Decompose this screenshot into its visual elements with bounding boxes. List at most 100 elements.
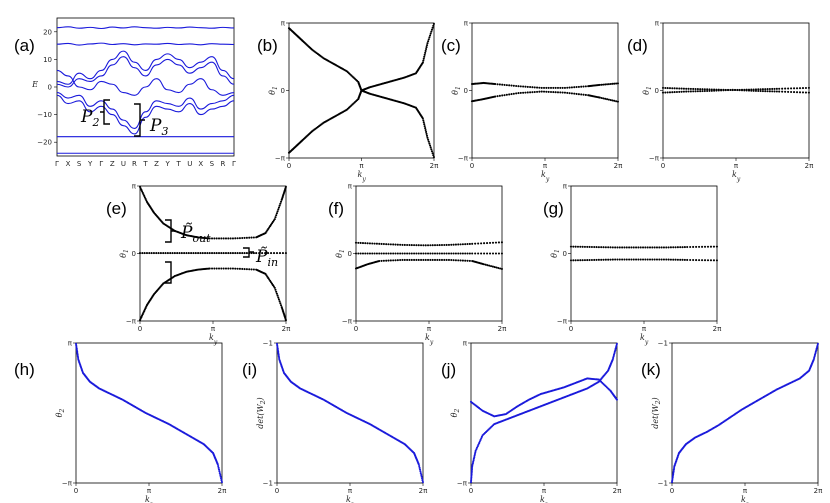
data-point (270, 252, 273, 255)
data-point (464, 259, 467, 262)
data-point (547, 90, 550, 93)
data-point (595, 246, 598, 249)
x-tick-label: π (543, 162, 548, 170)
data-point (241, 267, 244, 271)
data-point (387, 252, 390, 255)
data-point (148, 252, 151, 255)
band-line (56, 94, 235, 135)
data-point (766, 88, 769, 91)
data-point (157, 252, 160, 255)
data-point (250, 236, 253, 239)
data-series (661, 86, 810, 92)
data-point (616, 258, 619, 261)
data-point (431, 258, 434, 261)
data-point (669, 246, 672, 249)
y-tick-label: −π (342, 317, 353, 325)
data-point (401, 252, 404, 255)
data-point (382, 259, 385, 262)
data-point (418, 466, 421, 469)
data-point (152, 252, 155, 255)
data-point (248, 236, 251, 239)
data-point (421, 479, 424, 482)
data-point (385, 252, 388, 255)
x-tick-label: 2π (814, 487, 823, 495)
data-point (556, 86, 560, 89)
data-point (220, 237, 223, 240)
x-tick-label: 2π (614, 162, 623, 170)
data-point (284, 319, 287, 322)
data-point (171, 252, 174, 255)
data-point (729, 88, 732, 92)
data-point (625, 258, 628, 261)
data-point (380, 259, 383, 262)
data-point (671, 476, 674, 479)
data-point (162, 252, 165, 255)
data-point (540, 86, 543, 89)
data-point (385, 259, 388, 262)
data-point (248, 268, 251, 271)
k-path-label: Z (110, 160, 115, 168)
data-point (276, 294, 279, 297)
data-point (549, 90, 553, 94)
data-point (698, 259, 701, 262)
data-point (695, 259, 698, 262)
band-line (56, 56, 235, 88)
data-point (399, 259, 402, 262)
data-point (701, 245, 704, 248)
data-point (432, 24, 435, 27)
data-point (277, 350, 280, 353)
k-path-label: S (77, 160, 82, 168)
data-point (491, 241, 495, 244)
data-point (276, 344, 279, 347)
data-point (575, 92, 578, 95)
data-point (710, 89, 713, 92)
data-point (274, 288, 277, 291)
data-point (277, 352, 280, 355)
data-point (470, 466, 474, 470)
data-point (524, 91, 527, 94)
data-point (703, 245, 707, 248)
data-point (623, 258, 626, 261)
data-point (415, 258, 418, 261)
data-point (231, 237, 234, 240)
data-point (488, 252, 492, 255)
data-point (515, 84, 518, 88)
data-point (275, 212, 278, 215)
data-point (644, 258, 647, 261)
data-point (443, 252, 446, 255)
data-point (597, 258, 600, 261)
k-path-label: Z (154, 160, 159, 168)
data-point (639, 246, 642, 249)
data-point (255, 252, 258, 255)
data-point (531, 86, 534, 89)
data-point (590, 245, 593, 249)
y-tick-label: 0 (464, 87, 468, 95)
data-point (703, 88, 706, 91)
data-point (667, 246, 670, 249)
data-point (494, 252, 498, 255)
y-tick-label: π (281, 20, 286, 28)
data-point (425, 132, 428, 135)
data-point (731, 88, 734, 91)
data-point (694, 87, 697, 91)
data-point (276, 349, 279, 352)
data-point (686, 258, 689, 261)
y-tick-label: −10 (37, 111, 52, 119)
data-point (429, 244, 432, 247)
y-axis-label: θ1 (335, 249, 346, 258)
data-point (277, 296, 280, 299)
data-point (609, 98, 612, 102)
data-point (419, 472, 422, 475)
x-axis-label: ky (541, 170, 550, 183)
data-point (522, 91, 525, 94)
data-point (284, 252, 287, 255)
y-tick-label: 0 (348, 250, 352, 258)
data-point (74, 342, 78, 345)
data-point (689, 87, 692, 90)
data-point (685, 87, 688, 90)
k-path-label: U (121, 160, 126, 168)
data-point (145, 252, 149, 255)
data-point (615, 398, 618, 401)
